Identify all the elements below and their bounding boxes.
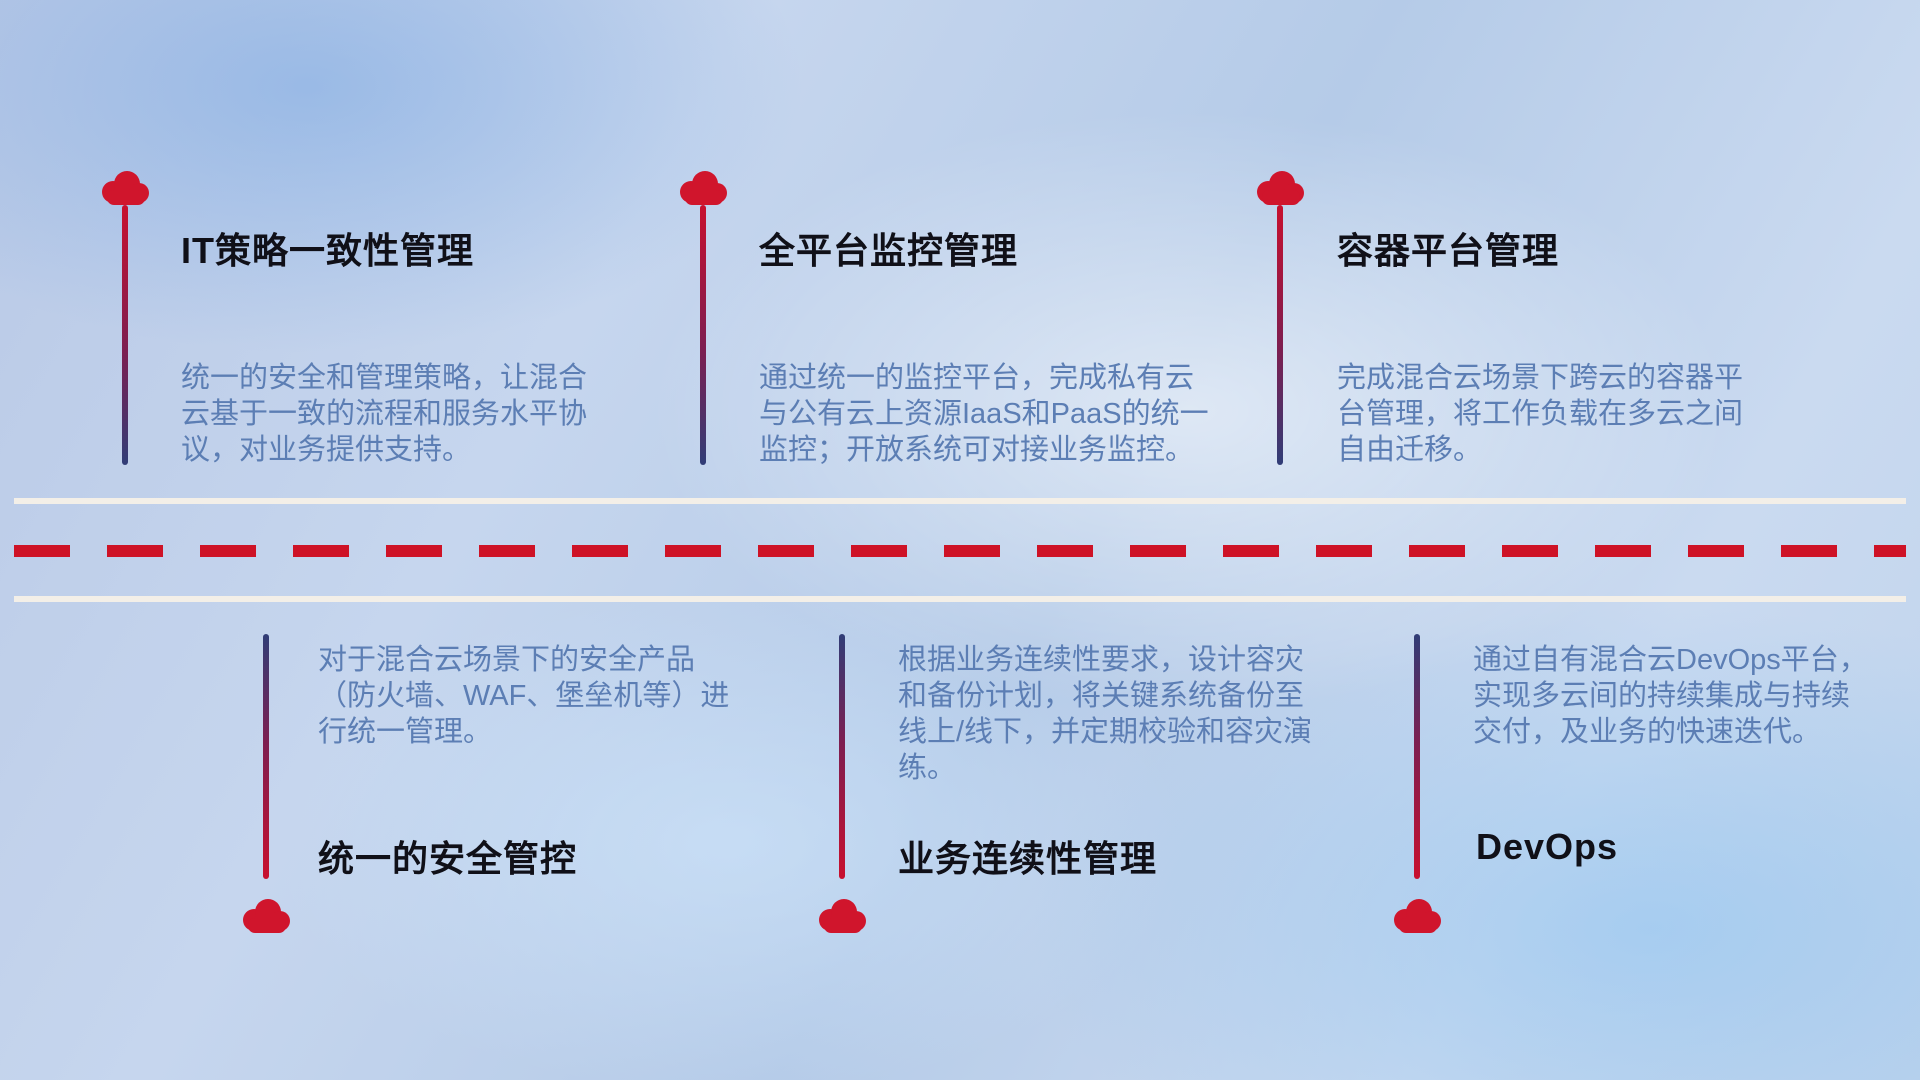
cloud-icon	[1257, 171, 1304, 205]
cloud-icon	[680, 171, 727, 205]
cloud-icon	[243, 899, 290, 933]
feature-description: 完成混合云场景下跨云的容器平台管理，将工作负载在多云之间自由迁移。	[1337, 362, 1744, 466]
timeline-stem	[263, 634, 269, 879]
feature-title: 容器平台管理	[1337, 230, 1560, 271]
feature-title: IT策略一致性管理	[181, 230, 474, 271]
feature-description: 统一的安全和管理策略，让混合云基于一致的流程和服务水平协议，对业务提供支持。	[181, 362, 588, 466]
feature-title: 全平台监控管理	[759, 230, 1019, 271]
cloud-icon	[102, 171, 149, 205]
road-dashed-line	[14, 545, 1906, 557]
timeline-stem	[700, 205, 706, 465]
road-bottom-line	[14, 596, 1906, 602]
cloud-icon	[819, 899, 866, 933]
timeline-stem	[1414, 634, 1420, 879]
timeline-stem	[1277, 205, 1283, 465]
timeline-stem	[839, 634, 845, 879]
feature-description: 通过统一的监控平台，完成私有云与公有云上资源IaaS和PaaS的统一监控；开放系…	[759, 362, 1209, 466]
cloud-icon	[1394, 899, 1441, 933]
feature-description: 通过自有混合云DevOps平台，实现多云间的持续集成与持续交付，及业务的快速迭代…	[1473, 644, 1868, 748]
timeline-stem	[122, 205, 128, 465]
road-top-line	[14, 498, 1906, 504]
feature-description: 对于混合云场景下的安全产品（防火墙、WAF、堡垒机等）进行统一管理。	[318, 644, 730, 748]
feature-description: 根据业务连续性要求，设计容灾和备份计划，将关键系统备份至线上/线下，并定期校验和…	[898, 644, 1313, 784]
feature-title: DevOps	[1476, 826, 1619, 867]
feature-title: 业务连续性管理	[898, 838, 1158, 879]
feature-title: 统一的安全管控	[318, 838, 578, 879]
